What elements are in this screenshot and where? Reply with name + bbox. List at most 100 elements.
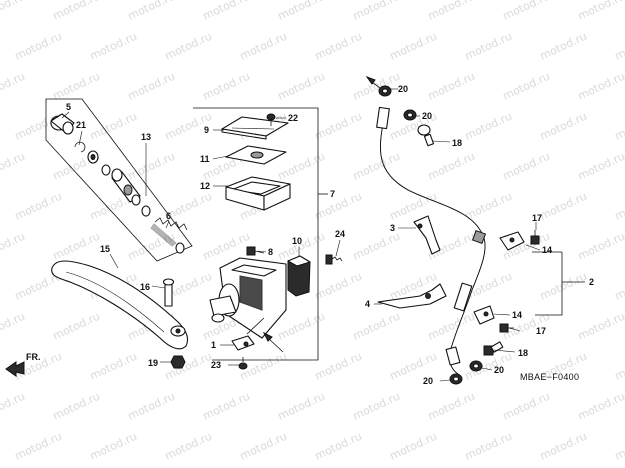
watermark-text: motod.ru [238,30,289,63]
brake-lever-15 [51,260,189,350]
watermark-text: motod.ru [463,190,514,223]
watermark-text: motod.ru [238,430,289,463]
callout-23: 23 [211,360,221,370]
pointer-arrow-line [267,337,284,353]
banjo-bolt-18-top [417,124,435,147]
watermark-text: motod.ru [313,110,364,143]
watermark-text: motod.ru [613,270,625,303]
hose-clamp-3 [413,215,441,255]
bracket-2 [535,252,563,316]
reservoir-cover-10 [287,255,311,297]
watermark-text: motod.ru [426,390,477,423]
diaphragm-12 [225,176,291,211]
watermark-text: motod.ru [426,70,477,103]
washer-b [101,164,111,176]
callout-20-d: 20 [494,365,504,375]
front-label: FR. [26,352,41,362]
watermark-text: motod.ru [201,230,252,263]
bolt-17-top [530,230,540,245]
callout-2: 2 [589,277,594,287]
watermark-text: motod.ru [163,430,214,463]
boot-5 [50,113,75,135]
hose-clamp-4 [377,283,447,309]
washer-20-bottom-a [449,373,463,385]
seal-cup [141,205,151,217]
watermark-text: motod.ru [501,150,552,183]
watermark-text: motod.ru [501,70,552,103]
watermark-text: motod.ru [613,430,625,463]
leader-lines [61,88,541,382]
callout-22: 22 [288,113,298,123]
bolt-8 [246,246,265,256]
watermark-text: motod.ru [463,30,514,63]
watermark-text: motod.ru [126,230,177,263]
callout-5: 5 [66,102,71,112]
pivot-bolt-16 [162,278,175,307]
watermark-text: motod.ru [613,190,625,223]
watermark-text: motod.ru [126,70,177,103]
watermark-text: motod.ru [0,390,27,423]
watermark-text: motod.ru [276,390,327,423]
bolt-24 [325,254,343,265]
watermark-text: motod.ru [388,30,439,63]
callout-17-a: 17 [532,213,542,223]
watermark-text: motod.ru [13,430,64,463]
watermark-text: motod.ru [351,390,402,423]
watermark-text: motod.ru [51,230,102,263]
callout-24: 24 [335,229,345,239]
brake-hose-2 [376,106,487,375]
watermark-text: motod.ru [313,190,364,223]
callout-18-b: 18 [518,348,528,358]
callout-15: 15 [100,244,110,254]
watermark-text: motod.ru [0,150,27,183]
callouts: 5 21 13 6 9 11 12 22 7 10 8 24 1 23 15 1… [26,84,594,386]
switch-1 [231,335,255,351]
spring-6 [150,217,188,247]
watermark-text: motod.ru [13,190,64,223]
watermark-text: motod.ru [276,150,327,183]
watermark-text: motod.ru [201,70,252,103]
watermark-text: motod.ru [0,0,27,23]
callout-20-b: 20 [422,111,432,121]
watermark-text: motod.ru [576,70,625,103]
watermark-text: motod.ru [13,30,64,63]
watermark-text: motod.ru [576,390,625,423]
watermark-text: motod.ru [313,30,364,63]
washer-20-top-a [378,85,392,97]
callout-4: 4 [365,299,370,309]
watermark-text: motod.ru [613,350,625,383]
watermark-text: motod.ru [51,390,102,423]
arrow-top-line [371,81,381,89]
washer-20-bottom-b [469,360,483,372]
watermark-text: motod.ru [426,0,477,23]
watermark-text: motod.ru [501,0,552,23]
watermark-text: motod.ru [351,0,402,23]
watermark-text: motod.ru [313,430,364,463]
reservoir-cap-9 [221,116,289,140]
banjo-bolt-18-bottom [483,341,504,356]
watermark-text: motod.ru [88,110,139,143]
watermark-text: motod.ru [576,310,625,343]
nut-19 [170,355,186,369]
watermark-text: motod.ru [388,190,439,223]
watermark-text: motod.ru [313,270,364,303]
watermark-text: motod.ru [0,230,27,263]
watermark-text: motod.ru [201,0,252,23]
watermark-text: motod.ru [88,350,139,383]
callout-14-a: 14 [542,245,552,255]
front-arrow [5,361,25,377]
washer-a-hole [90,154,96,160]
watermark-text: motod.ru [463,110,514,143]
watermark-text: motod.ru [613,110,625,143]
callout-9: 9 [204,125,209,135]
watermark-text: motod.ru [501,390,552,423]
watermark-text: motod.ru [126,390,177,423]
watermark-text: motod.ru [463,430,514,463]
watermark-text: motod.ru [51,70,102,103]
watermark-text: motod.ru [276,0,327,23]
washer-20-top-b [403,109,417,121]
kit-outline-13 [45,98,193,262]
